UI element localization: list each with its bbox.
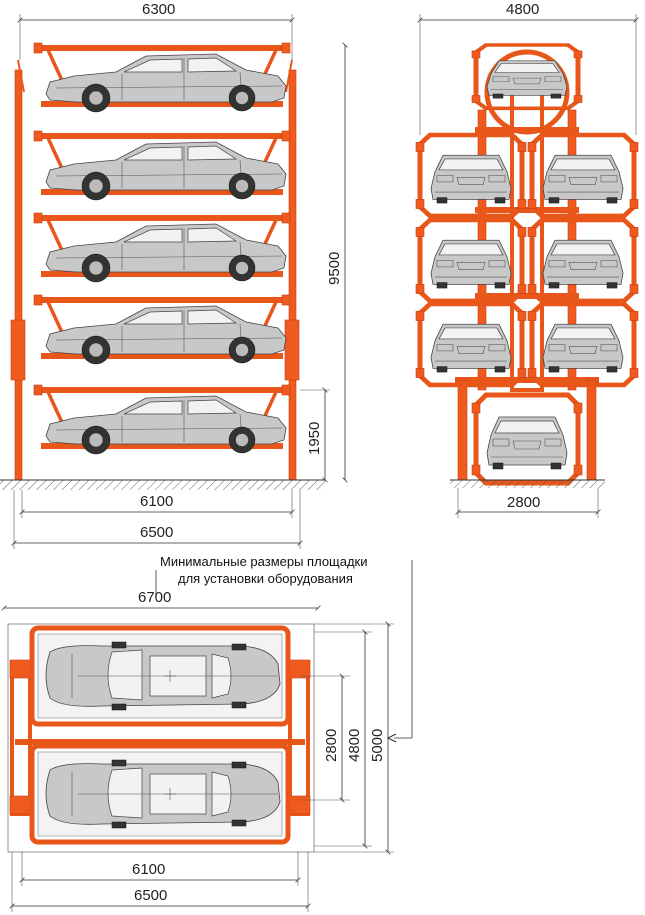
side-dim-outer: 6500: [140, 524, 173, 541]
plan-dim-inner-w: 2800: [323, 729, 340, 762]
plan-dim-outer-l: 6500: [134, 887, 167, 904]
plan-dim-top: 6700: [138, 589, 171, 606]
side-dim-top: 6300: [142, 1, 175, 18]
plan-note-line1: Минимальные размеры площадки: [160, 554, 368, 569]
plan-view: Минимальные размеры площадки для установ…: [1, 554, 413, 912]
plan-dim-outer-w: 5000: [369, 729, 386, 762]
front-dim-bottom: 2800: [507, 494, 540, 511]
plan-note-line2: для установки оборудования: [178, 571, 353, 586]
side-view: 6300 9500 1950 6100 6500: [0, 1, 348, 549]
front-dim-top: 4800: [506, 1, 539, 18]
side-dim-height: 9500: [326, 252, 343, 285]
front-view: 4800 2800: [416, 1, 638, 518]
plan-dim-mid-w: 4800: [346, 729, 363, 762]
side-dim-inner: 6100: [140, 493, 173, 510]
side-dim-level: 1950: [306, 422, 323, 455]
plan-dim-inner-l: 6100: [132, 861, 165, 878]
